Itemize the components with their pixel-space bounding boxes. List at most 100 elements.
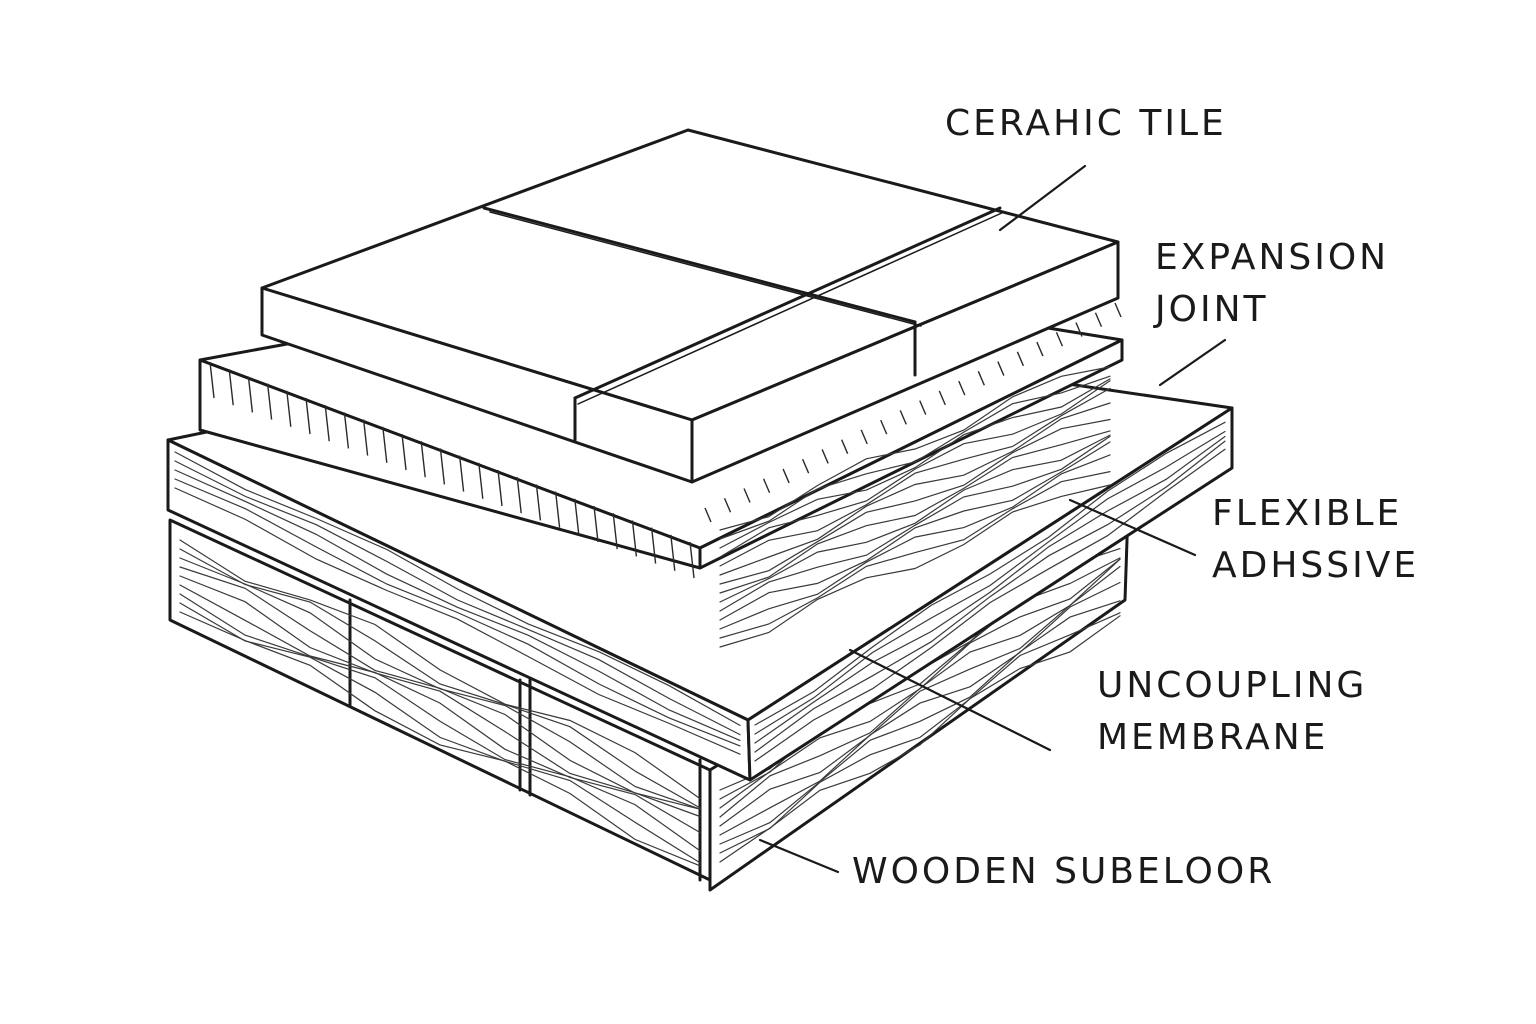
grain-line bbox=[719, 387, 1111, 567]
hatch-line bbox=[497, 469, 503, 507]
hatch-line bbox=[782, 468, 790, 484]
flexible-adhesive-label: FLEXIBLE ADHSSIVE bbox=[1212, 488, 1419, 592]
grain-line bbox=[719, 581, 1121, 836]
grain-line bbox=[719, 600, 1121, 845]
grain-line bbox=[719, 441, 1111, 621]
hatch-line bbox=[880, 419, 888, 435]
hatch-line bbox=[631, 520, 638, 557]
hatch-line bbox=[1094, 312, 1103, 328]
hatch-line bbox=[228, 369, 234, 406]
hatch-line bbox=[305, 397, 311, 435]
expansion-joint-text-line2: JOINT bbox=[1155, 289, 1269, 330]
wooden-subfloor-label: WOODEN SUBELOOR bbox=[852, 846, 1275, 898]
grain-line bbox=[179, 611, 701, 867]
hatch-line bbox=[593, 505, 599, 543]
uncoupling-membrane-text-line1: UNCOUPLING bbox=[1097, 665, 1368, 706]
expansion-joint-label: EXPANSION JOINT bbox=[1155, 232, 1389, 336]
grain-line bbox=[179, 539, 701, 800]
hatch-line bbox=[382, 426, 388, 463]
uncoupling-membrane-label: UNCOUPLING MEMBRANE bbox=[1097, 660, 1367, 764]
grain-line bbox=[719, 565, 1121, 827]
grain-line bbox=[719, 434, 1111, 603]
hatch-line bbox=[997, 361, 1005, 376]
grain-line bbox=[719, 430, 1111, 594]
hatch-line bbox=[362, 419, 369, 456]
hatch-line bbox=[535, 484, 542, 521]
tile-grout-line bbox=[573, 206, 1002, 400]
hatch-line bbox=[324, 405, 330, 442]
grain-line bbox=[174, 469, 741, 741]
hatch-line bbox=[209, 361, 215, 399]
grain-line bbox=[754, 448, 1226, 762]
adhesive-wood-grain bbox=[719, 366, 1111, 648]
hatch-line bbox=[516, 477, 522, 514]
hatch-line bbox=[1016, 351, 1025, 367]
grain-line bbox=[179, 575, 701, 818]
wooden-subfloor bbox=[168, 508, 1130, 892]
hatch-line bbox=[841, 439, 849, 454]
grain-line bbox=[179, 602, 701, 864]
ceramic-tile-layer bbox=[260, 128, 1120, 484]
adhesive-hatching bbox=[209, 302, 1122, 579]
grain-line bbox=[754, 430, 1226, 735]
hatch-line bbox=[478, 462, 484, 499]
hatch-line bbox=[860, 429, 868, 445]
hatch-line bbox=[1036, 341, 1044, 357]
hatch-line bbox=[821, 449, 829, 464]
hatch-line bbox=[977, 371, 985, 386]
grain-line bbox=[719, 471, 1111, 639]
hatch-line bbox=[286, 390, 292, 427]
hatch-line bbox=[938, 390, 946, 406]
wooden-subfloor-leader bbox=[758, 838, 840, 874]
grain-line bbox=[719, 558, 1121, 818]
hatch-line bbox=[762, 478, 771, 493]
hatch-line bbox=[650, 527, 657, 564]
hatch-line bbox=[670, 534, 676, 571]
expansion-joint-leader bbox=[1158, 338, 1227, 387]
hatch-line bbox=[919, 400, 927, 415]
hatch-line bbox=[704, 507, 712, 523]
expansion-joint-text-line1: EXPANSION bbox=[1155, 237, 1390, 278]
grain-line bbox=[179, 548, 701, 809]
grain-line bbox=[174, 460, 741, 736]
tile-grout-line bbox=[489, 211, 922, 327]
adhesive-right-face bbox=[698, 338, 1124, 570]
grain-line bbox=[719, 380, 1111, 558]
hatch-line bbox=[958, 380, 966, 396]
flexible-adhesive-leader bbox=[1068, 498, 1197, 557]
hatch-line bbox=[458, 455, 465, 492]
uncoupling-membrane-text-line2: MEMBRANE bbox=[1097, 717, 1329, 758]
leader-lines bbox=[758, 164, 1227, 874]
membrane-wood-grain bbox=[174, 421, 1226, 762]
hatch-line bbox=[401, 433, 407, 471]
ceramic-tile-leader bbox=[998, 164, 1087, 232]
tile-grout-line bbox=[482, 206, 917, 324]
hatch-line bbox=[247, 376, 254, 413]
hatch-line bbox=[899, 410, 907, 425]
ceramic-tile-text: CERAHIC TILE bbox=[945, 103, 1227, 144]
hatch-line bbox=[689, 541, 695, 579]
grain-line bbox=[179, 584, 701, 834]
hatch-line bbox=[266, 383, 273, 420]
grain-line bbox=[174, 487, 741, 755]
grain-line bbox=[719, 454, 1111, 630]
uncoupling-membrane-leader bbox=[848, 648, 1052, 752]
wooden-subfloor-text: WOODEN SUBELOOR bbox=[852, 851, 1276, 892]
flexible-adhesive-text-line2: ADHSSIVE bbox=[1212, 545, 1420, 586]
hatch-line bbox=[1114, 302, 1122, 318]
grain-line bbox=[754, 435, 1226, 744]
grain-line bbox=[719, 484, 1111, 648]
grain-line bbox=[719, 612, 1121, 854]
hatch-line bbox=[574, 498, 580, 535]
grain-line bbox=[719, 378, 1111, 549]
grain-line bbox=[719, 418, 1111, 585]
hatch-line bbox=[612, 513, 618, 550]
hatch-line bbox=[743, 488, 751, 503]
tile-right-face bbox=[690, 240, 1120, 484]
hatch-line bbox=[1055, 332, 1064, 347]
membrane-right-face bbox=[746, 406, 1234, 782]
grain-line bbox=[179, 566, 701, 810]
grain-line bbox=[719, 435, 1111, 612]
grain-line bbox=[754, 421, 1226, 726]
